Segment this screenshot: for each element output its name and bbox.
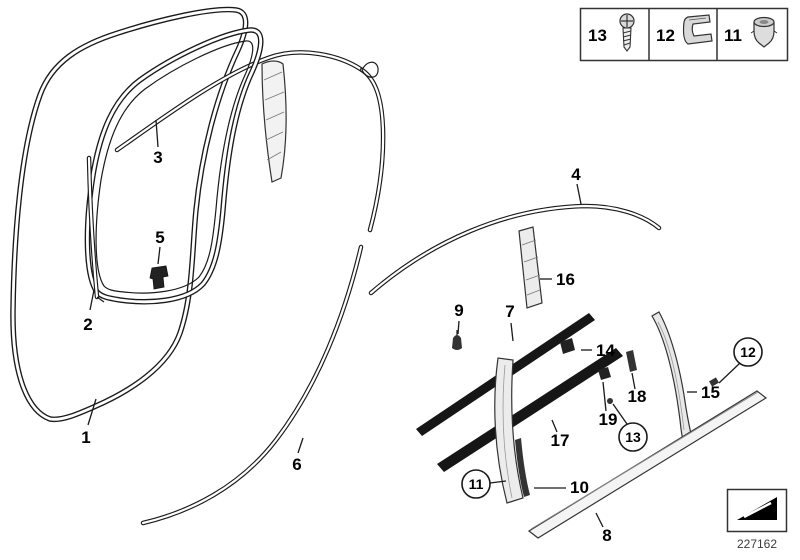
callout-circle-11-label[interactable]: 11 [469, 476, 484, 492]
callout-7[interactable]: 7 [505, 302, 515, 342]
callout-14-label[interactable]: 14 [596, 341, 615, 360]
sash-body [261, 60, 287, 183]
callout-17[interactable]: 17 [551, 419, 570, 450]
part-8-body [527, 390, 768, 539]
part-15-highlight [657, 321, 685, 431]
part-18-piece [626, 350, 637, 372]
callout-15[interactable]: 15 [687, 383, 720, 402]
part-12-clip-location [709, 377, 719, 387]
direction-indicator [726, 488, 788, 533]
legend-cell-13[interactable]: 13 [588, 13, 635, 52]
grommet-icon [750, 16, 778, 48]
part-4-body-inner [369, 204, 661, 295]
callout-2[interactable]: 2 [83, 289, 95, 334]
part-6-gasket-strip [140, 244, 364, 526]
legend-cell-11-label[interactable]: 11 [724, 26, 742, 45]
callout-4-label[interactable]: 4 [571, 165, 581, 184]
callout-5-label[interactable]: 5 [155, 228, 164, 247]
part-16-hatch-lines [521, 239, 541, 296]
legend-cell-11[interactable]: 11 [724, 16, 778, 48]
sash-hatch-lines [263, 71, 285, 161]
part-14-clip [560, 338, 575, 354]
part-19-clip [598, 367, 611, 380]
callout-circle-11[interactable]: 11 [461, 469, 507, 499]
part-17-weatherstrip [437, 348, 623, 472]
diagram-number: 227162 [737, 537, 777, 551]
part-3-inner-lip [95, 40, 254, 294]
callout-6[interactable]: 6 [292, 437, 304, 474]
screw-icon [619, 13, 635, 52]
edge-clip-icon [682, 14, 713, 45]
callout-circle-13[interactable]: 13 [612, 403, 648, 452]
frame-top-hook [361, 61, 379, 78]
callout-1[interactable]: 1 [81, 398, 97, 447]
part-10-pillar-gasket [515, 438, 530, 497]
part-5-clip [149, 265, 169, 290]
part-11-b-pillar-trim [494, 357, 524, 504]
callout-17-label[interactable]: 17 [551, 431, 570, 450]
part-2-cover-strip [86, 155, 105, 303]
callout-14[interactable]: 14 [581, 341, 615, 360]
callout-16-label[interactable]: 16 [556, 270, 575, 289]
callout-circle-13-label[interactable]: 13 [625, 429, 641, 445]
part-8-chrome-strip [527, 390, 768, 539]
part-4-upper-trim-arc [368, 203, 662, 296]
callouts-layer: 1 2 3 5 6 4 16 9 [81, 119, 763, 545]
callout-19[interactable]: 19 [599, 381, 618, 429]
part-2-foot [96, 296, 105, 303]
legend-cell-13-label[interactable]: 13 [588, 26, 607, 45]
part-1-outer-door-seal [10, 6, 249, 423]
callout-4[interactable]: 4 [571, 165, 582, 205]
callout-2-label[interactable]: 2 [83, 315, 92, 334]
direction-arrow-stripe [743, 501, 772, 519]
callout-3[interactable]: 3 [153, 119, 163, 167]
part-9-body [452, 335, 462, 350]
part-9-clip [452, 330, 462, 350]
callout-6-label[interactable]: 6 [292, 455, 301, 474]
part-13-screw-location [607, 398, 613, 404]
frame-right-rail-inner [360, 68, 385, 232]
callout-16[interactable]: 16 [540, 270, 575, 289]
callout-8[interactable]: 8 [595, 512, 612, 545]
callout-9[interactable]: 9 [454, 301, 464, 335]
callout-circle-12-label[interactable]: 12 [740, 344, 756, 360]
callout-18[interactable]: 18 [628, 372, 647, 406]
part-3-loop-inner [86, 28, 263, 304]
part-8-edge [530, 391, 759, 530]
fastener-legend: 13 12 11 [579, 7, 789, 62]
callout-circle-12[interactable]: 12 [718, 337, 763, 384]
callout-7-label[interactable]: 7 [505, 302, 514, 321]
callout-10[interactable]: 10 [534, 478, 589, 497]
part-1-outline-inner [11, 8, 248, 421]
legend-cell-12[interactable]: 12 [656, 14, 713, 45]
pillar-trim-body [494, 357, 524, 504]
callout-19-label[interactable]: 19 [599, 410, 618, 429]
pillar-sash-hatched-strip [261, 60, 287, 183]
callout-10-label[interactable]: 10 [570, 478, 589, 497]
callout-5[interactable]: 5 [155, 228, 165, 265]
callout-3-label[interactable]: 3 [153, 148, 162, 167]
part-2-body-inner [87, 156, 99, 299]
legend-cell-12-label[interactable]: 12 [656, 26, 675, 45]
callout-15-label[interactable]: 15 [701, 383, 720, 402]
callout-18-label[interactable]: 18 [628, 387, 647, 406]
part-16-pillar-trim [518, 226, 543, 309]
callout-8-label[interactable]: 8 [602, 526, 611, 545]
part-6-body-inner [141, 245, 363, 525]
callout-1-label[interactable]: 1 [81, 428, 90, 447]
pillar-trim-highlight [502, 364, 513, 499]
callout-9-label[interactable]: 9 [454, 301, 463, 320]
part-16-body [518, 226, 543, 309]
